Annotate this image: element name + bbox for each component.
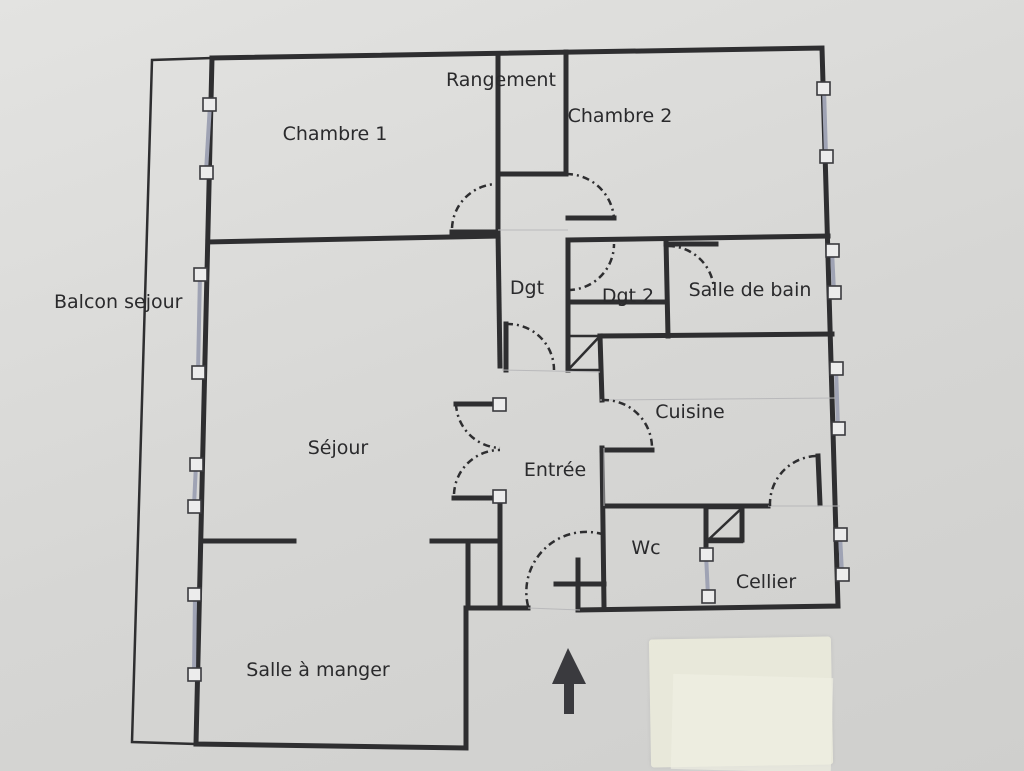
- room-label-wc: Wc: [631, 537, 660, 559]
- door-swings: [450, 172, 819, 607]
- room-label-cuisine: Cuisine: [655, 401, 725, 423]
- room-label-balcon-sejour: Balcon sejour: [54, 291, 183, 313]
- room-label-chambre-2: Chambre 2: [568, 105, 673, 127]
- guide-lines: [498, 229, 840, 611]
- ventilation-ducts: [566, 334, 744, 544]
- room-label-sejour: Séjour: [308, 437, 369, 459]
- room-label-dgt-2: Dgt 2: [602, 285, 654, 307]
- room-label-cellier: Cellier: [736, 571, 796, 593]
- room-label-salle-a-manger: Salle à manger: [246, 659, 390, 681]
- room-label-chambre-1: Chambre 1: [283, 123, 388, 145]
- room-label-salle-de-bain: Salle de bain: [689, 279, 812, 301]
- arrow-up-icon: [552, 648, 586, 714]
- room-label-rangement: Rangement: [446, 69, 556, 91]
- adhesive-tape-overlap: [670, 673, 834, 771]
- windows: [187, 81, 850, 682]
- room-label-dgt: Dgt: [510, 277, 544, 299]
- outer-walls: [193, 45, 841, 751]
- balcony-outline: [130, 56, 213, 746]
- room-label-entree: Entrée: [524, 459, 586, 481]
